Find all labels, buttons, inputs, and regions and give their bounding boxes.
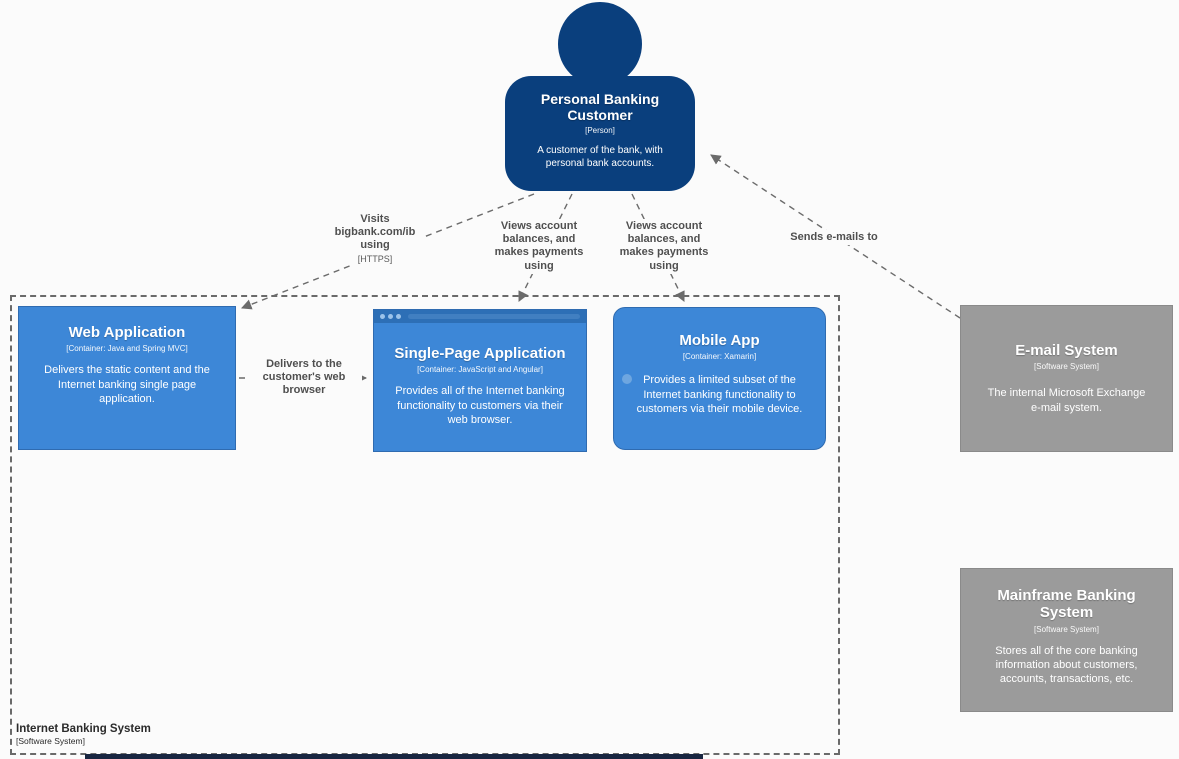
mainframe-description: Stores all of the core banking informati… [995, 644, 1138, 686]
edge-label-sends-emails-text: Sends e-mails to [790, 231, 878, 243]
edge-label-views-mobile: Views account balances, and makes paymen… [614, 219, 714, 274]
mainframe-subtitle: [Software System] [1034, 624, 1099, 634]
node-mainframe-banking-system[interactable]: Mainframe Banking System [Software Syste… [960, 568, 1173, 712]
boundary-label: Internet Banking System [Software System… [16, 723, 151, 746]
web-application-description: Delivers the static content and the Inte… [44, 364, 210, 405]
browser-dot-icon [388, 314, 393, 319]
browser-dot-icon [396, 314, 401, 319]
edge-label-visits-text: Visits bigbank.com/ib using [334, 213, 416, 252]
edge-label-delivers: Delivers to the customer's web browser [246, 357, 362, 399]
web-application-title: Web Application [68, 324, 186, 341]
spa-title: Single-Page Application [394, 345, 566, 362]
person-subtitle: [Person] [585, 126, 615, 136]
mobile-app-title: Mobile App [679, 332, 760, 349]
person-head-icon [558, 2, 642, 86]
edge-label-views-spa: Views account balances, and makes paymen… [489, 219, 589, 274]
email-system-subtitle: [Software System] [1034, 362, 1099, 372]
edge-label-sends-emails: Sends e-mails to [781, 230, 887, 246]
mainframe-title: Mainframe Banking System [997, 587, 1136, 622]
boundary-title: Internet Banking System [16, 723, 151, 735]
edge-label-views-spa-text: Views account balances, and makes paymen… [494, 220, 584, 272]
node-mobile-app[interactable]: Mobile App [Container: Xamarin] Provides… [613, 307, 826, 450]
mobile-app-subtitle: [Container: Xamarin] [682, 352, 757, 362]
email-system-description: The internal Microsoft Exchange e-mail s… [987, 387, 1146, 414]
browser-chrome-bar [374, 310, 586, 323]
edge-label-views-mobile-text: Views account balances, and makes paymen… [619, 220, 709, 272]
email-system-title: E-mail System [1015, 342, 1118, 359]
edge-label-visits-technology: [HTTPS] [357, 253, 393, 264]
spa-subtitle: [Container: JavaScript and Angular] [417, 365, 543, 375]
node-personal-banking-customer[interactable]: Personal Banking Customer [Person] A cus… [505, 76, 695, 191]
boundary-subtitle: [Software System] [16, 736, 85, 746]
person-title: Personal Banking Customer [540, 91, 660, 124]
node-single-page-application[interactable]: Single-Page Application [Container: Java… [373, 309, 587, 452]
node-email-system[interactable]: E-mail System [Software System] The inte… [960, 305, 1173, 452]
edge-label-visits: Visits bigbank.com/ib using [HTTPS] [327, 212, 423, 265]
edge-label-delivers-text: Delivers to the customer's web browser [262, 358, 346, 397]
video-progress-bar[interactable] [85, 754, 703, 759]
browser-address-bar-icon [408, 314, 580, 319]
browser-dot-icon [380, 314, 385, 319]
person-description: A customer of the bank, with personal ba… [537, 145, 663, 170]
web-application-subtitle: [Container: Java and Spring MVC] [66, 344, 188, 354]
mobile-device-button-icon [622, 373, 632, 384]
node-web-application[interactable]: Web Application [Container: Java and Spr… [18, 306, 236, 450]
spa-content: Single-Page Application [Container: Java… [374, 323, 586, 427]
spa-description: Provides all of the Internet banking fun… [395, 385, 565, 426]
mobile-app-description: Provides a limited subset of the Interne… [636, 374, 803, 415]
